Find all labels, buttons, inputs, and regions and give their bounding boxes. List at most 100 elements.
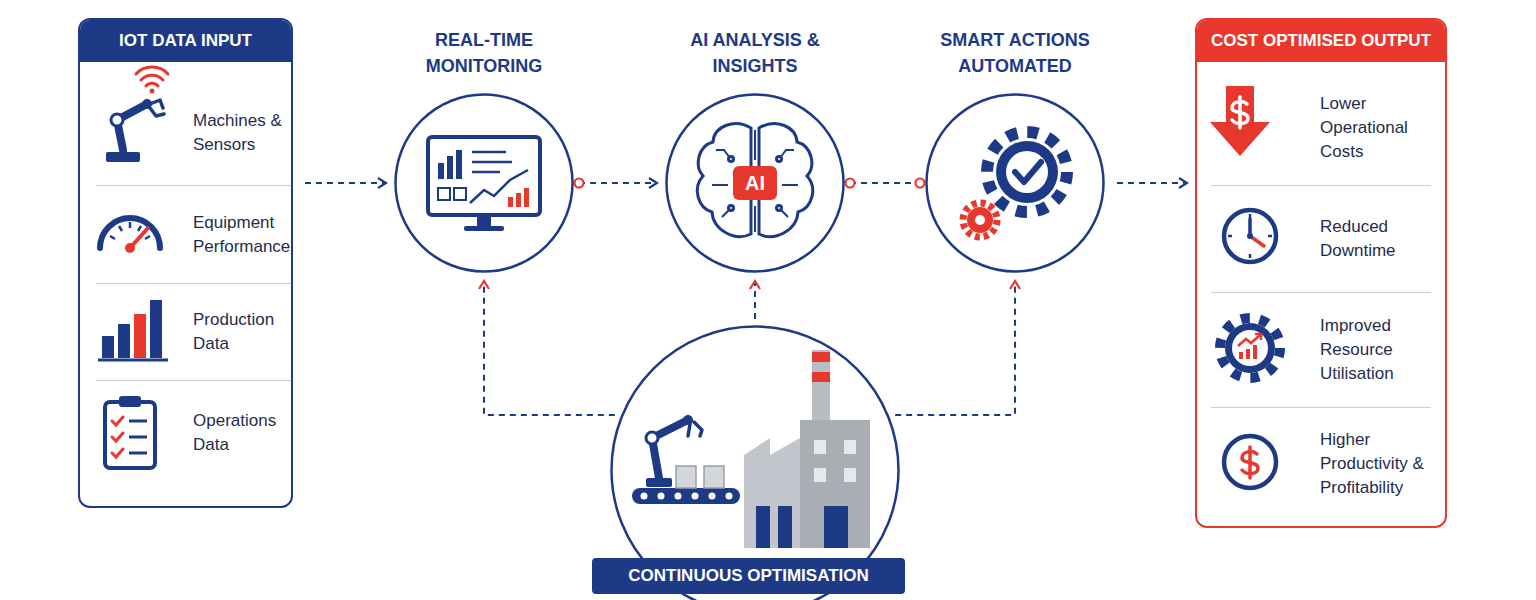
- monitor-icon: [456, 150, 462, 179]
- factory-scene: [814, 440, 826, 454]
- optimisation-circle: CONTINUOUS OPTIMISATION: [610, 325, 900, 600]
- resource-gear-icon: [1225, 323, 1275, 373]
- monitor-icon: [447, 156, 453, 179]
- brain-icon: [697, 124, 812, 237]
- process-circle: REAL-TIME MONITORING: [394, 93, 574, 273]
- clipboard-icon: [105, 396, 155, 468]
- gears-icon: [960, 132, 1067, 240]
- factory-scene: [844, 440, 856, 454]
- input-item: Machines & Sensors: [96, 80, 293, 185]
- factory-scene: [812, 350, 830, 420]
- clock-icon: [1224, 210, 1276, 262]
- factory-scene: [744, 438, 800, 548]
- input-panel: IOT DATA INPUTMachines & SensorsEquipmen…: [78, 18, 293, 508]
- robot-arm-icon: [136, 67, 168, 86]
- loop-label: CONTINUOUS OPTIMISATION: [592, 558, 905, 594]
- clipboard-icon: [129, 421, 147, 453]
- circle-outline: [925, 93, 1105, 273]
- item-label: Improved Resource Utilisation: [1320, 314, 1431, 386]
- item-label: Higher Productivity & Profitability: [1320, 428, 1431, 500]
- panel-heading: COST OPTIMISED OUTPUT: [1197, 20, 1445, 62]
- bar-chart-icon: [134, 314, 146, 358]
- factory-scene: [726, 493, 733, 500]
- profit-icon: [1224, 436, 1276, 488]
- monitor-icon: [472, 152, 512, 172]
- circle-outline: [667, 95, 844, 272]
- robot-arm-icon: [150, 89, 155, 94]
- cost-down-icon: [1210, 86, 1270, 156]
- factory-scene: [778, 506, 792, 548]
- resource-gear-icon: [1220, 318, 1280, 378]
- brain-icon: [729, 206, 734, 211]
- factory-scene: [824, 506, 848, 548]
- resource-gear-icon: [1220, 318, 1280, 378]
- factory-scene: [692, 493, 699, 500]
- item-label: Machines & Sensors: [193, 109, 293, 157]
- process-circle: SMART ACTIONS AUTOMATED: [925, 93, 1105, 273]
- bar-chart-icon: [118, 324, 130, 358]
- gauge-icon: [100, 218, 160, 253]
- clock-icon: [1228, 214, 1272, 258]
- gears-icon: [1015, 162, 1041, 182]
- gears-icon: [963, 203, 997, 237]
- monitor-icon: [516, 193, 521, 207]
- clock-icon: [1247, 233, 1253, 239]
- gears-icon: [960, 200, 1000, 240]
- monitor-icon: [464, 226, 504, 231]
- step-title: SMART ACTIONS AUTOMATED: [915, 27, 1115, 79]
- flow-connector: [1117, 182, 1187, 184]
- factory-scene: [675, 493, 682, 500]
- item-label: Production Data: [193, 308, 293, 356]
- gears-icon: [967, 207, 993, 233]
- flow-connector: [579, 182, 657, 184]
- cost-down-icon: [1210, 86, 1270, 156]
- flow-connector: [754, 281, 756, 319]
- clipboard-icon: [119, 396, 141, 407]
- clipboard-icon: [105, 402, 155, 468]
- factory-scene: [632, 350, 870, 548]
- gears-icon: [996, 141, 1058, 203]
- factory-scene: [709, 493, 716, 500]
- factory-scene: [676, 466, 696, 488]
- resource-gear-icon: [1232, 330, 1268, 366]
- cost-down-icon: [1232, 97, 1248, 128]
- profit-icon: [1224, 436, 1276, 488]
- factory-scene: [641, 493, 648, 500]
- input-item: Operations Data: [96, 380, 293, 484]
- resource-gear-icon: [1255, 334, 1261, 340]
- factory-scene: [814, 468, 826, 482]
- output-item: Lower Operational Costs: [1211, 70, 1431, 185]
- monitor-icon: [428, 137, 540, 231]
- ai-badge: AI: [733, 166, 777, 200]
- input-item: Production Data: [96, 283, 293, 380]
- resource-gear-icon: [1239, 352, 1243, 359]
- panel-heading: IOT DATA INPUT: [80, 20, 291, 62]
- factory-scene: [688, 422, 702, 436]
- circle-outline: [396, 95, 573, 272]
- flow-connector: [305, 182, 386, 184]
- output-item: Improved Resource Utilisation: [1211, 292, 1431, 407]
- factory-scene: [646, 432, 658, 444]
- brain-icon: [777, 157, 782, 162]
- step-title: AI ANALYSIS & INSIGHTS: [655, 27, 855, 79]
- monitor-icon: [438, 188, 450, 200]
- gears-icon: [987, 132, 1067, 212]
- monitor-icon: [454, 188, 466, 200]
- flow-connector: [895, 281, 1015, 415]
- bar-chart-icon: [102, 336, 114, 358]
- output-item: Reduced Downtime: [1211, 185, 1431, 292]
- factory-scene: [812, 372, 830, 382]
- output-panel: COST OPTIMISED OUTPUT Lower Operational C…: [1195, 18, 1447, 528]
- item-label: Operations Data: [193, 409, 293, 457]
- monitor-icon: [428, 137, 540, 215]
- factory-scene: [800, 420, 870, 548]
- clipboard-icon: [112, 417, 123, 457]
- factory-scene: [658, 493, 665, 500]
- gears-icon: [1006, 151, 1048, 193]
- factory-scene: [704, 466, 724, 488]
- item-label: Reduced Downtime: [1320, 215, 1431, 263]
- monitor-icon: [438, 163, 444, 179]
- flow-connector: [484, 281, 615, 415]
- process-circle: AI ANALYSIS & INSIGHTSAI: [665, 93, 845, 273]
